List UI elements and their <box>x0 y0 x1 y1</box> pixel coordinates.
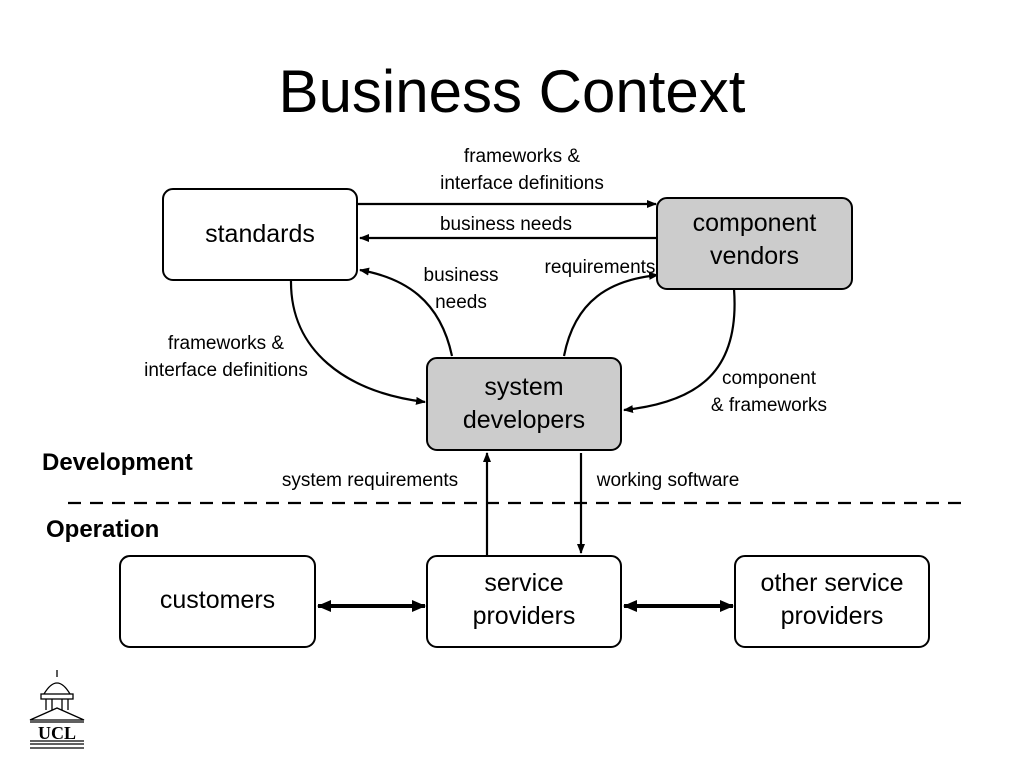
edge-frameworks-left <box>289 279 426 405</box>
label-component-frameworks: component & frameworks <box>690 365 848 419</box>
edge-component-frameworks <box>623 288 736 414</box>
label-system-requirements: system requirements <box>281 470 459 491</box>
node-other-service-providers-line2: providers <box>780 602 884 630</box>
label-frameworks-left: frameworks & interface definitions <box>116 330 336 384</box>
label-component-frameworks-line2: & frameworks <box>710 395 828 416</box>
node-component-vendors-line2: vendors <box>710 242 799 270</box>
section-operation: Operation <box>46 516 160 543</box>
label-frameworks-top-line2: interface definitions <box>440 173 604 194</box>
node-component-vendors: component vendors <box>656 197 853 290</box>
node-system-developers-line2: developers <box>462 406 586 434</box>
label-business-needs-top: business needs <box>439 214 573 235</box>
label-frameworks-top-line1: frameworks & <box>463 146 581 167</box>
node-standards-line1: standards <box>205 220 315 248</box>
node-customers-line1: customers <box>159 586 276 614</box>
section-development: Development <box>42 449 193 476</box>
label-frameworks-left-line1: frameworks & <box>167 333 285 354</box>
node-system-developers-line1: system <box>484 373 564 401</box>
node-component-vendors-line1: component <box>692 209 817 237</box>
label-working-software: working software <box>596 470 740 491</box>
ucl-logo-text: UCL <box>38 723 76 743</box>
node-other-service-providers: other service providers <box>734 555 930 648</box>
label-frameworks-top: frameworks & interface definitions <box>412 143 632 197</box>
node-service-providers-line2: providers <box>472 602 576 630</box>
label-business-needs-mid: business needs <box>404 262 518 316</box>
node-service-providers-line1: service <box>484 569 564 597</box>
label-requirements: requirements <box>544 257 656 278</box>
ucl-logo: UCL <box>29 670 85 749</box>
label-business-needs-mid-line1: business <box>423 265 499 286</box>
node-system-developers: system developers <box>426 357 622 451</box>
node-standards: standards <box>162 188 358 281</box>
page-title: Business Context <box>278 58 746 125</box>
edge-business-needs-mid <box>359 267 454 357</box>
label-business-needs-mid-line2: needs <box>435 292 487 313</box>
edge-requirements <box>562 271 659 357</box>
node-customers: customers <box>119 555 316 648</box>
node-service-providers: service providers <box>426 555 622 648</box>
node-other-service-providers-line1: other service <box>760 569 904 597</box>
label-component-frameworks-line1: component <box>721 368 816 389</box>
label-frameworks-left-line2: interface definitions <box>144 360 308 381</box>
